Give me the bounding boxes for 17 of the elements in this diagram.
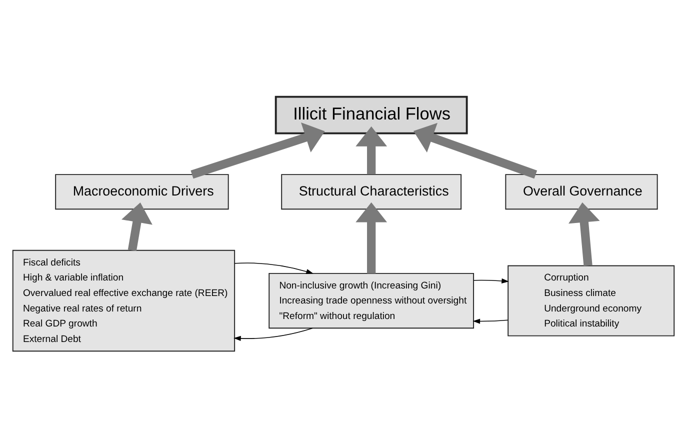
arrow [472, 318, 508, 324]
node-box: Illicit Financial Flows [274, 96, 468, 134]
arrow [356, 126, 388, 174]
arrow [413, 122, 538, 179]
arrow [190, 122, 325, 179]
node-box: Structural Characteristics [281, 174, 462, 210]
node-box: Fiscal deficits High & variable inflation Overvalued real effective exchange rate (REER) Negative real rates of return Real GDP growth External Debt [12, 250, 236, 352]
arrow [234, 328, 313, 342]
arrow [356, 202, 388, 274]
node-box: Overall Governance [505, 174, 658, 210]
arrow [568, 202, 600, 266]
node-box: Corruption Business climate Underground economy Political instability [508, 265, 675, 336]
node-box: Non-inclusive growth (Increasing Gini) Increasing trade openness without oversight "Reform" without regulation [268, 272, 474, 329]
arrow [474, 278, 509, 284]
node-box: Macroeconomic Drivers [55, 174, 229, 210]
arrow [234, 262, 314, 274]
arrow [122, 202, 152, 252]
